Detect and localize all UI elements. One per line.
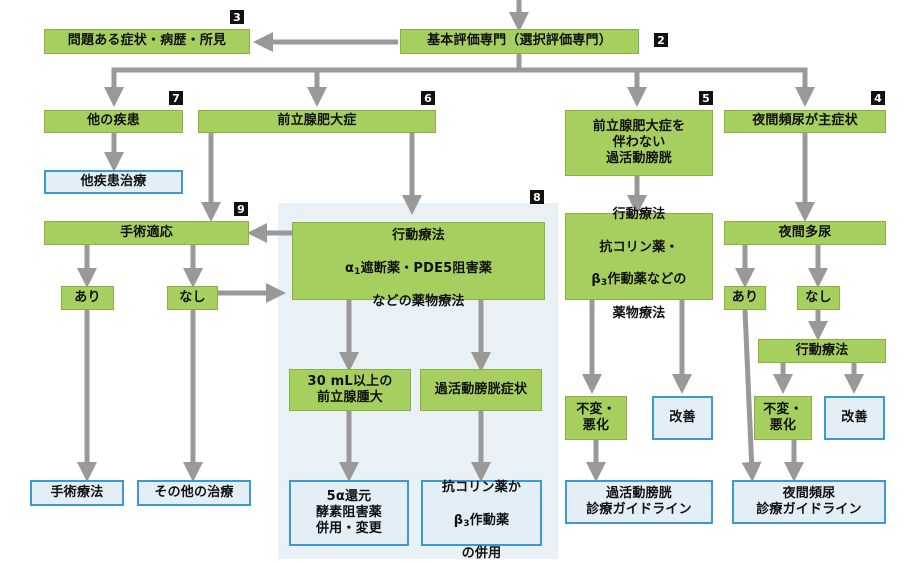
oab-behavior-line4: 薬物療法 <box>612 305 666 321</box>
behavior-right-node: 行動療法 <box>758 339 886 363</box>
behavior-drug-therapy-line2: 遮断薬・PDE5阻害薬 <box>360 260 493 276</box>
badge-4: 4 <box>871 91 885 105</box>
oab-guideline-node: 過活動膀胱 診療ガイドライン <box>565 480 713 524</box>
behavior-drug-therapy-text: 行動療法 α1遮断薬・PDE5阻害薬 などの薬物療法 <box>345 212 492 311</box>
behavior-drug-therapy-node: 行動療法 α1遮断薬・PDE5阻害薬 などの薬物療法 <box>292 222 545 309</box>
surgery-yes-label: あり <box>74 289 101 305</box>
oab-behavior-beta: β <box>591 272 601 288</box>
problem-symptoms-label: 問題ある症状・病歴・所見 <box>67 33 227 49</box>
oab-behavior-line3: 作動薬などの <box>607 272 687 288</box>
anticholinergic-combo-beta: β <box>453 512 464 528</box>
behavior-drug-therapy-line3: などの薬物療法 <box>372 294 465 309</box>
oab-guideline-label: 過活動膀胱 診療ガイドライン <box>586 485 692 517</box>
nocturnal-polyuria-label: 夜間多尿 <box>778 224 832 240</box>
surgery-no-label: なし <box>179 289 206 305</box>
badge-5: 5 <box>699 91 713 105</box>
anticholinergic-combo-node: 抗コリン薬か β3作動薬 の併用 <box>421 480 542 561</box>
surgery-yes-node: あり <box>61 286 114 310</box>
bph-node: 前立腺肥大症 <box>198 110 436 133</box>
nocturia-main-node: 夜間頻尿が主症状 <box>724 110 886 133</box>
five-alpha-node: 5α還元 酵素阻害薬 併用・変更 <box>289 480 409 546</box>
oab-behavior-line2: 抗コリン薬・ <box>599 239 679 255</box>
surgery-therapy-node: 手術療法 <box>30 480 124 506</box>
badge-7: 7 <box>169 91 183 105</box>
surgery-indication-label: 手術適応 <box>120 224 173 240</box>
unchanged-worse-right-label: 不変・ 悪化 <box>763 401 803 433</box>
anticholinergic-combo-text: 抗コリン薬か β3作動薬 の併用 <box>442 464 521 563</box>
prostate-30ml-node: 30 mL以上の 前立腺腫大 <box>289 369 411 411</box>
other-disease-treatment-label: 他疾患治療 <box>80 173 147 189</box>
nocturnal-polyuria-node: 夜間多尿 <box>724 221 886 245</box>
other-treatment-label: その他の治療 <box>154 484 234 500</box>
oab-behavior-therapy-text: 行動療法 抗コリン薬・ β3作動薬などの 薬物療法 <box>591 191 686 322</box>
polyuria-no-label: なし <box>805 289 832 305</box>
anticholinergic-combo-line1: 抗コリン薬か <box>441 480 522 495</box>
prostate-30ml-label: 30 mL以上の 前立腺腫大 <box>307 373 393 405</box>
surgery-no-node: なし <box>167 286 218 310</box>
specialist-evaluation-node: 基本評価専門（選択評価専門） <box>400 29 639 54</box>
surgery-indication-node: 手術適応 <box>44 221 249 245</box>
anticholinergic-combo-subscript: 3 <box>463 518 470 529</box>
behavior-right-label: 行動療法 <box>795 342 849 358</box>
polyuria-yes-label: あり <box>731 289 759 305</box>
behavior-drug-therapy-line1: 行動療法 <box>392 228 445 243</box>
badge-3: 3 <box>230 10 244 24</box>
oab-symptoms-node: 過活動膀胱症状 <box>420 369 542 411</box>
other-disease-label: 他の疾患 <box>87 113 140 129</box>
improved-left-label: 改善 <box>669 409 696 425</box>
polyuria-no-node: なし <box>797 286 840 310</box>
behavior-drug-therapy-alpha: α <box>344 260 355 276</box>
oab-behavior-line1: 行動療法 <box>612 207 666 223</box>
polyuria-yes-node: あり <box>724 286 766 310</box>
oab-behavior-subscript: 3 <box>600 278 608 289</box>
unchanged-worse-right-node: 不変・ 悪化 <box>754 396 812 440</box>
arrow-split-right <box>519 67 815 107</box>
oab-without-bph-label: 前立腺肥大症を 伴わない 過活動膀胱 <box>592 118 686 167</box>
badge-6: 6 <box>421 91 435 105</box>
other-disease-treatment-node: 他疾患治療 <box>44 170 183 194</box>
problem-symptoms-node: 問題ある症状・病歴・所見 <box>44 29 250 54</box>
oab-behavior-therapy-node: 行動療法 抗コリン薬・ β3作動薬などの 薬物療法 <box>565 207 713 321</box>
five-alpha-label: 5α還元 酵素阻害薬 併用・変更 <box>315 488 382 537</box>
improved-right-node: 改善 <box>824 396 885 440</box>
bph-label: 前立腺肥大症 <box>277 113 357 129</box>
anticholinergic-combo-line2: 作動薬 <box>469 512 510 528</box>
nocturia-guideline-node: 夜間頻尿 診療ガイドライン <box>732 480 886 524</box>
anticholinergic-combo-line3: の併用 <box>461 546 502 561</box>
unchanged-worse-left-label: 不変・ 悪化 <box>576 401 616 433</box>
specialist-evaluation-label: 基本評価専門（選択評価専門） <box>427 33 612 49</box>
badge-9: 9 <box>234 202 248 216</box>
other-treatment-node: その他の治療 <box>137 480 251 506</box>
nocturia-guideline-label: 夜間頻尿 診療ガイドライン <box>756 485 862 517</box>
nocturia-main-label: 夜間頻尿が主症状 <box>752 113 858 129</box>
other-disease-node: 他の疾患 <box>44 110 183 133</box>
oab-without-bph-node: 前立腺肥大症を 伴わない 過活動膀胱 <box>565 110 713 176</box>
behavior-drug-therapy-subscript: 1 <box>354 266 361 277</box>
oab-symptoms-label: 過活動膀胱症状 <box>434 381 528 397</box>
badge-2: 2 <box>654 33 668 47</box>
surgery-therapy-label: 手術療法 <box>50 484 104 500</box>
improved-left-node: 改善 <box>652 396 713 440</box>
unchanged-worse-left-node: 不変・ 悪化 <box>565 396 627 440</box>
badge-8: 8 <box>530 190 544 204</box>
arrow-yes-right-to-guideline <box>741 309 762 482</box>
improved-right-label: 改善 <box>841 409 868 425</box>
